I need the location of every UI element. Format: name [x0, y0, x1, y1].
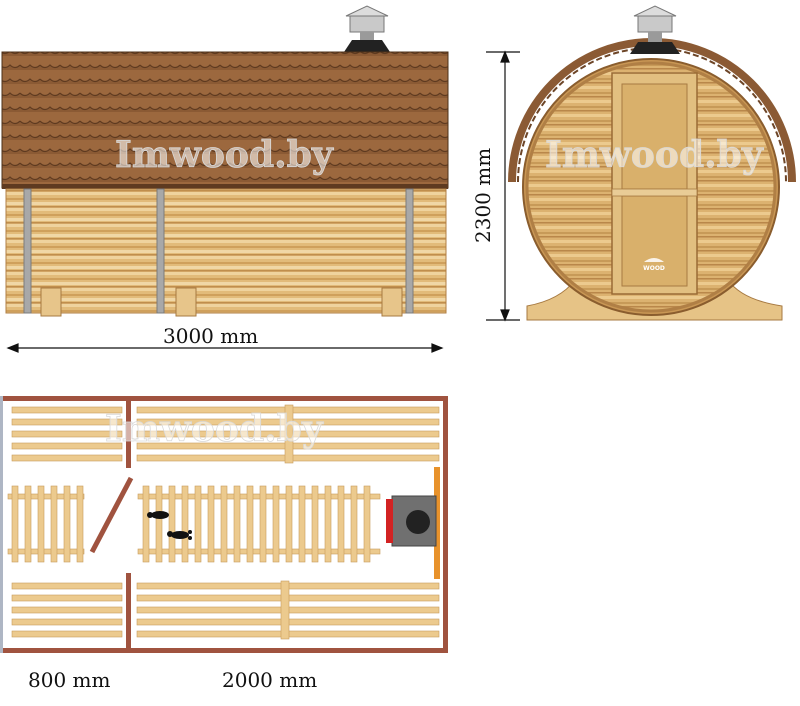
- changing-room-bench-top: [11, 406, 123, 462]
- steam-room-bench-top: [136, 404, 440, 464]
- height-dimension: [486, 50, 520, 322]
- watermark: Imwood.by: [105, 408, 324, 450]
- stove-icon: [386, 467, 440, 579]
- front-view: WOOD Imwood.by: [508, 5, 796, 321]
- barrel-feet: [40, 287, 403, 317]
- floor-plan: Imwood.by: [0, 396, 448, 653]
- barrel-body: [5, 188, 447, 314]
- height-label: 2300 mm: [471, 148, 495, 243]
- door-logo: WOOD: [643, 265, 665, 272]
- changing-room-width-label: 800 mm: [28, 668, 110, 692]
- steam-room-bench-bottom: [136, 580, 440, 640]
- steam-room-width-label: 2000 mm: [222, 668, 317, 692]
- steam-room-floor-grate: [137, 485, 381, 563]
- watermark: Imwood.by: [115, 134, 334, 176]
- metal-bands: [23, 188, 414, 314]
- length-label: 3000 mm: [163, 324, 258, 348]
- changing-room-floor-grate: [7, 485, 85, 563]
- door: WOOD: [611, 72, 698, 295]
- chimney-icon: [630, 5, 680, 54]
- changing-room-bench-bottom: [11, 582, 123, 638]
- side-view: Imwood.by: [1, 5, 449, 317]
- chimney-icon: [344, 5, 390, 52]
- footprints-icon: [147, 511, 192, 540]
- length-dimension: [6, 343, 444, 353]
- watermark: Imwood.by: [545, 134, 764, 176]
